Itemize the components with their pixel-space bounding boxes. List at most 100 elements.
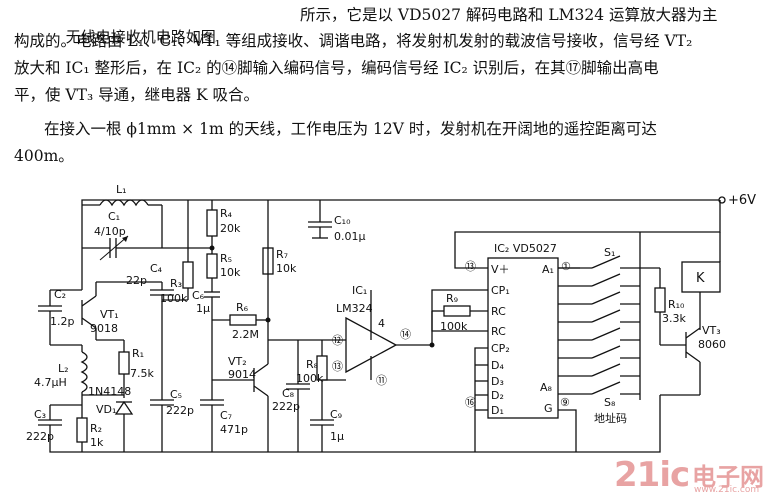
vt2-output-network: C₈ 222p R₈ 100k C₉ 1μ	[268, 339, 346, 452]
R4-value: 20k	[220, 222, 241, 235]
text-line-1b: 所示，它是以 VD5027 解码电路和 LM324 运算放大器为主	[300, 6, 718, 24]
ic2-pin-cp2: CP₂	[491, 342, 510, 355]
R4-label: R₄	[220, 207, 233, 220]
ic1-opamp: IC₁ LM324 4 ⑭ ⑫ ⑬ ⑪	[332, 284, 432, 387]
C4-label: C₄	[150, 262, 163, 275]
R3-value: 100k	[160, 292, 188, 305]
relay-driver: K R₁₀ 3.3k VT₃ 8060	[558, 232, 726, 396]
ic2-pin-rc1: RC	[491, 305, 506, 318]
VT1-label: VT₁	[100, 308, 119, 321]
R8-value: 100k	[296, 372, 324, 385]
ic2-pin-vplus: V＋	[491, 263, 510, 276]
C1-label: C₁	[108, 210, 120, 223]
C8-value: 222p	[272, 400, 300, 413]
ic2-decoder: IC₂ VD5027 V＋ A₁ ① ⑬ CP₁ RC RC CP₂ D₄ D₃…	[429, 200, 721, 452]
R6-value: 2.2M	[232, 328, 259, 341]
R5-label: R₅	[220, 252, 232, 265]
VD1-label: VD₁	[96, 403, 116, 416]
ic2-pin16: ⑯	[465, 396, 476, 409]
C6-label: C₆	[192, 289, 205, 302]
S8-label: S₈	[604, 396, 616, 409]
watermark-cn: 电子网	[692, 463, 764, 491]
text-line-1: 无线电接收机电路如图	[46, 4, 216, 70]
C9-value: 1μ	[330, 430, 344, 443]
C4-value: 22p	[126, 274, 147, 287]
R9-label: R₉	[446, 292, 458, 305]
receiver-circuit-diagram: +6V L₁ C₁ 4/10p C₂ 1.2p	[26, 183, 756, 453]
C3-label: C₃	[34, 408, 46, 421]
VT3-value: 8060	[698, 338, 726, 351]
supply-label: +6V	[728, 193, 756, 208]
IC1-pin11: ⑪	[376, 374, 387, 387]
ic2-pin-d1: D₁	[491, 404, 504, 417]
supply-rail: +6V	[81, 193, 756, 208]
R7-value: 10k	[276, 262, 297, 275]
C3-value: 222p	[26, 430, 54, 443]
ic2-pin-cp1: CP₁	[491, 284, 510, 297]
ic2-pin9: ⑨	[560, 396, 570, 409]
C5-label: C₅	[170, 388, 182, 401]
C1-value: 4/10p	[94, 225, 126, 238]
C6-value: 1μ	[196, 302, 210, 315]
ic2-pin-a8: A₈	[540, 381, 553, 394]
L1-label: L₁	[116, 183, 127, 196]
L2-label: L₂	[58, 362, 69, 375]
ic2-pin-g: G	[544, 402, 553, 415]
watermark-url: www.21ic.com	[694, 485, 760, 495]
D1-value: 1N4148	[88, 385, 131, 398]
ic2-pin-a1: A₁	[542, 263, 554, 276]
diode-stage: R₁ 7.5k 1N4148 VD₁	[82, 339, 154, 452]
IC1-pin4: 4	[378, 317, 385, 330]
vt2-stage: R₄ 20k R₅ 10k C₆ 1μ R₆ 2.2M C₇ 471p VT₂ …	[188, 200, 297, 452]
ic2-pin1: ①	[561, 260, 571, 273]
VT1-value: 9018	[90, 322, 118, 335]
text-line-6: 400m。	[14, 147, 74, 165]
IC1-pin12: ⑫	[332, 334, 343, 347]
R1-label: R₁	[132, 347, 144, 360]
description-text: 无线电接收机电路如图 所示，它是以 VD5027 解码电路和 LM324 运算放…	[0, 0, 778, 170]
watermark-logo: 21ic	[614, 455, 690, 495]
ground-rail	[49, 395, 661, 453]
tuning-tank: L₁ C₁ 4/10p	[81, 183, 188, 261]
R2-value: 1k	[90, 436, 104, 449]
R3-label: R₃	[170, 277, 182, 290]
R10-value: 3.3k	[662, 312, 686, 325]
R6-label: R₆	[236, 301, 249, 314]
R1-value: 7.5k	[130, 367, 154, 380]
R10-label: R₁₀	[668, 298, 685, 311]
ic2-pin-rc2: RC	[491, 325, 506, 338]
R2-label: R₂	[90, 422, 102, 435]
ic2-pin13: ⑬	[465, 260, 476, 273]
C8-label: C₈	[282, 387, 295, 400]
IC1-pin14: ⑭	[400, 328, 411, 341]
IC1-pin13: ⑬	[332, 360, 343, 373]
VT3-label: VT₃	[702, 324, 721, 337]
IC2-label: IC₂ VD5027	[494, 242, 557, 255]
C2-label: C₂	[54, 288, 66, 301]
S1-label: S₁	[604, 246, 615, 259]
R9-value: 100k	[440, 320, 468, 333]
R8-label: R₈	[306, 358, 319, 371]
R5-value: 10k	[220, 266, 241, 279]
text-line-3: 放大和 IC₁ 整形后，在 IC₂ 的⑭脚输入编码信号，编码信号经 IC₂ 识别…	[14, 59, 659, 77]
coupling-stage: C₄ 22p C₅ 222p R₃ 100k	[126, 200, 194, 452]
IC1-value: LM324	[336, 302, 373, 315]
ic2-pin-d4: D₄	[491, 359, 504, 372]
vt1-stage: C₂ 1.2p VT₁ 9018 L₂ 4.7μH C₃ 222p R₂ 1k	[26, 248, 162, 452]
VT2-label: VT₂	[228, 355, 247, 368]
C10-value: 0.01μ	[334, 230, 366, 243]
text-line-2: 构成的。电路由 L₁、C₁、VT₁ 等组成接收、调谐电路，将发射机发射的载波信号…	[14, 32, 693, 50]
relay-K-label: K	[696, 271, 705, 286]
text-line-4: 平，使 VT₃ 导通，继电器 K 吸合。	[14, 86, 260, 104]
c10-decoupling: C₁₀ 0.01μ	[308, 200, 366, 243]
IC1-label: IC₁	[352, 284, 367, 297]
ic2-pin-d2: D₂	[491, 389, 504, 402]
L2-value: 4.7μH	[34, 376, 67, 389]
ic2-pin-d3: D₃	[491, 375, 504, 388]
diagram-title: 无线电接收机电路如图	[65, 28, 216, 46]
C2-value: 1.2p	[50, 315, 74, 328]
C5-value: 222p	[166, 404, 194, 417]
site-watermark: 21ic 电子网 www.21ic.com	[612, 455, 777, 499]
VT2-value: 9014	[228, 368, 256, 381]
text-line-5: 在接入一根 ϕ1mm × 1m 的天线，工作电压为 12V 时，发射机在开阔地的…	[44, 120, 657, 138]
